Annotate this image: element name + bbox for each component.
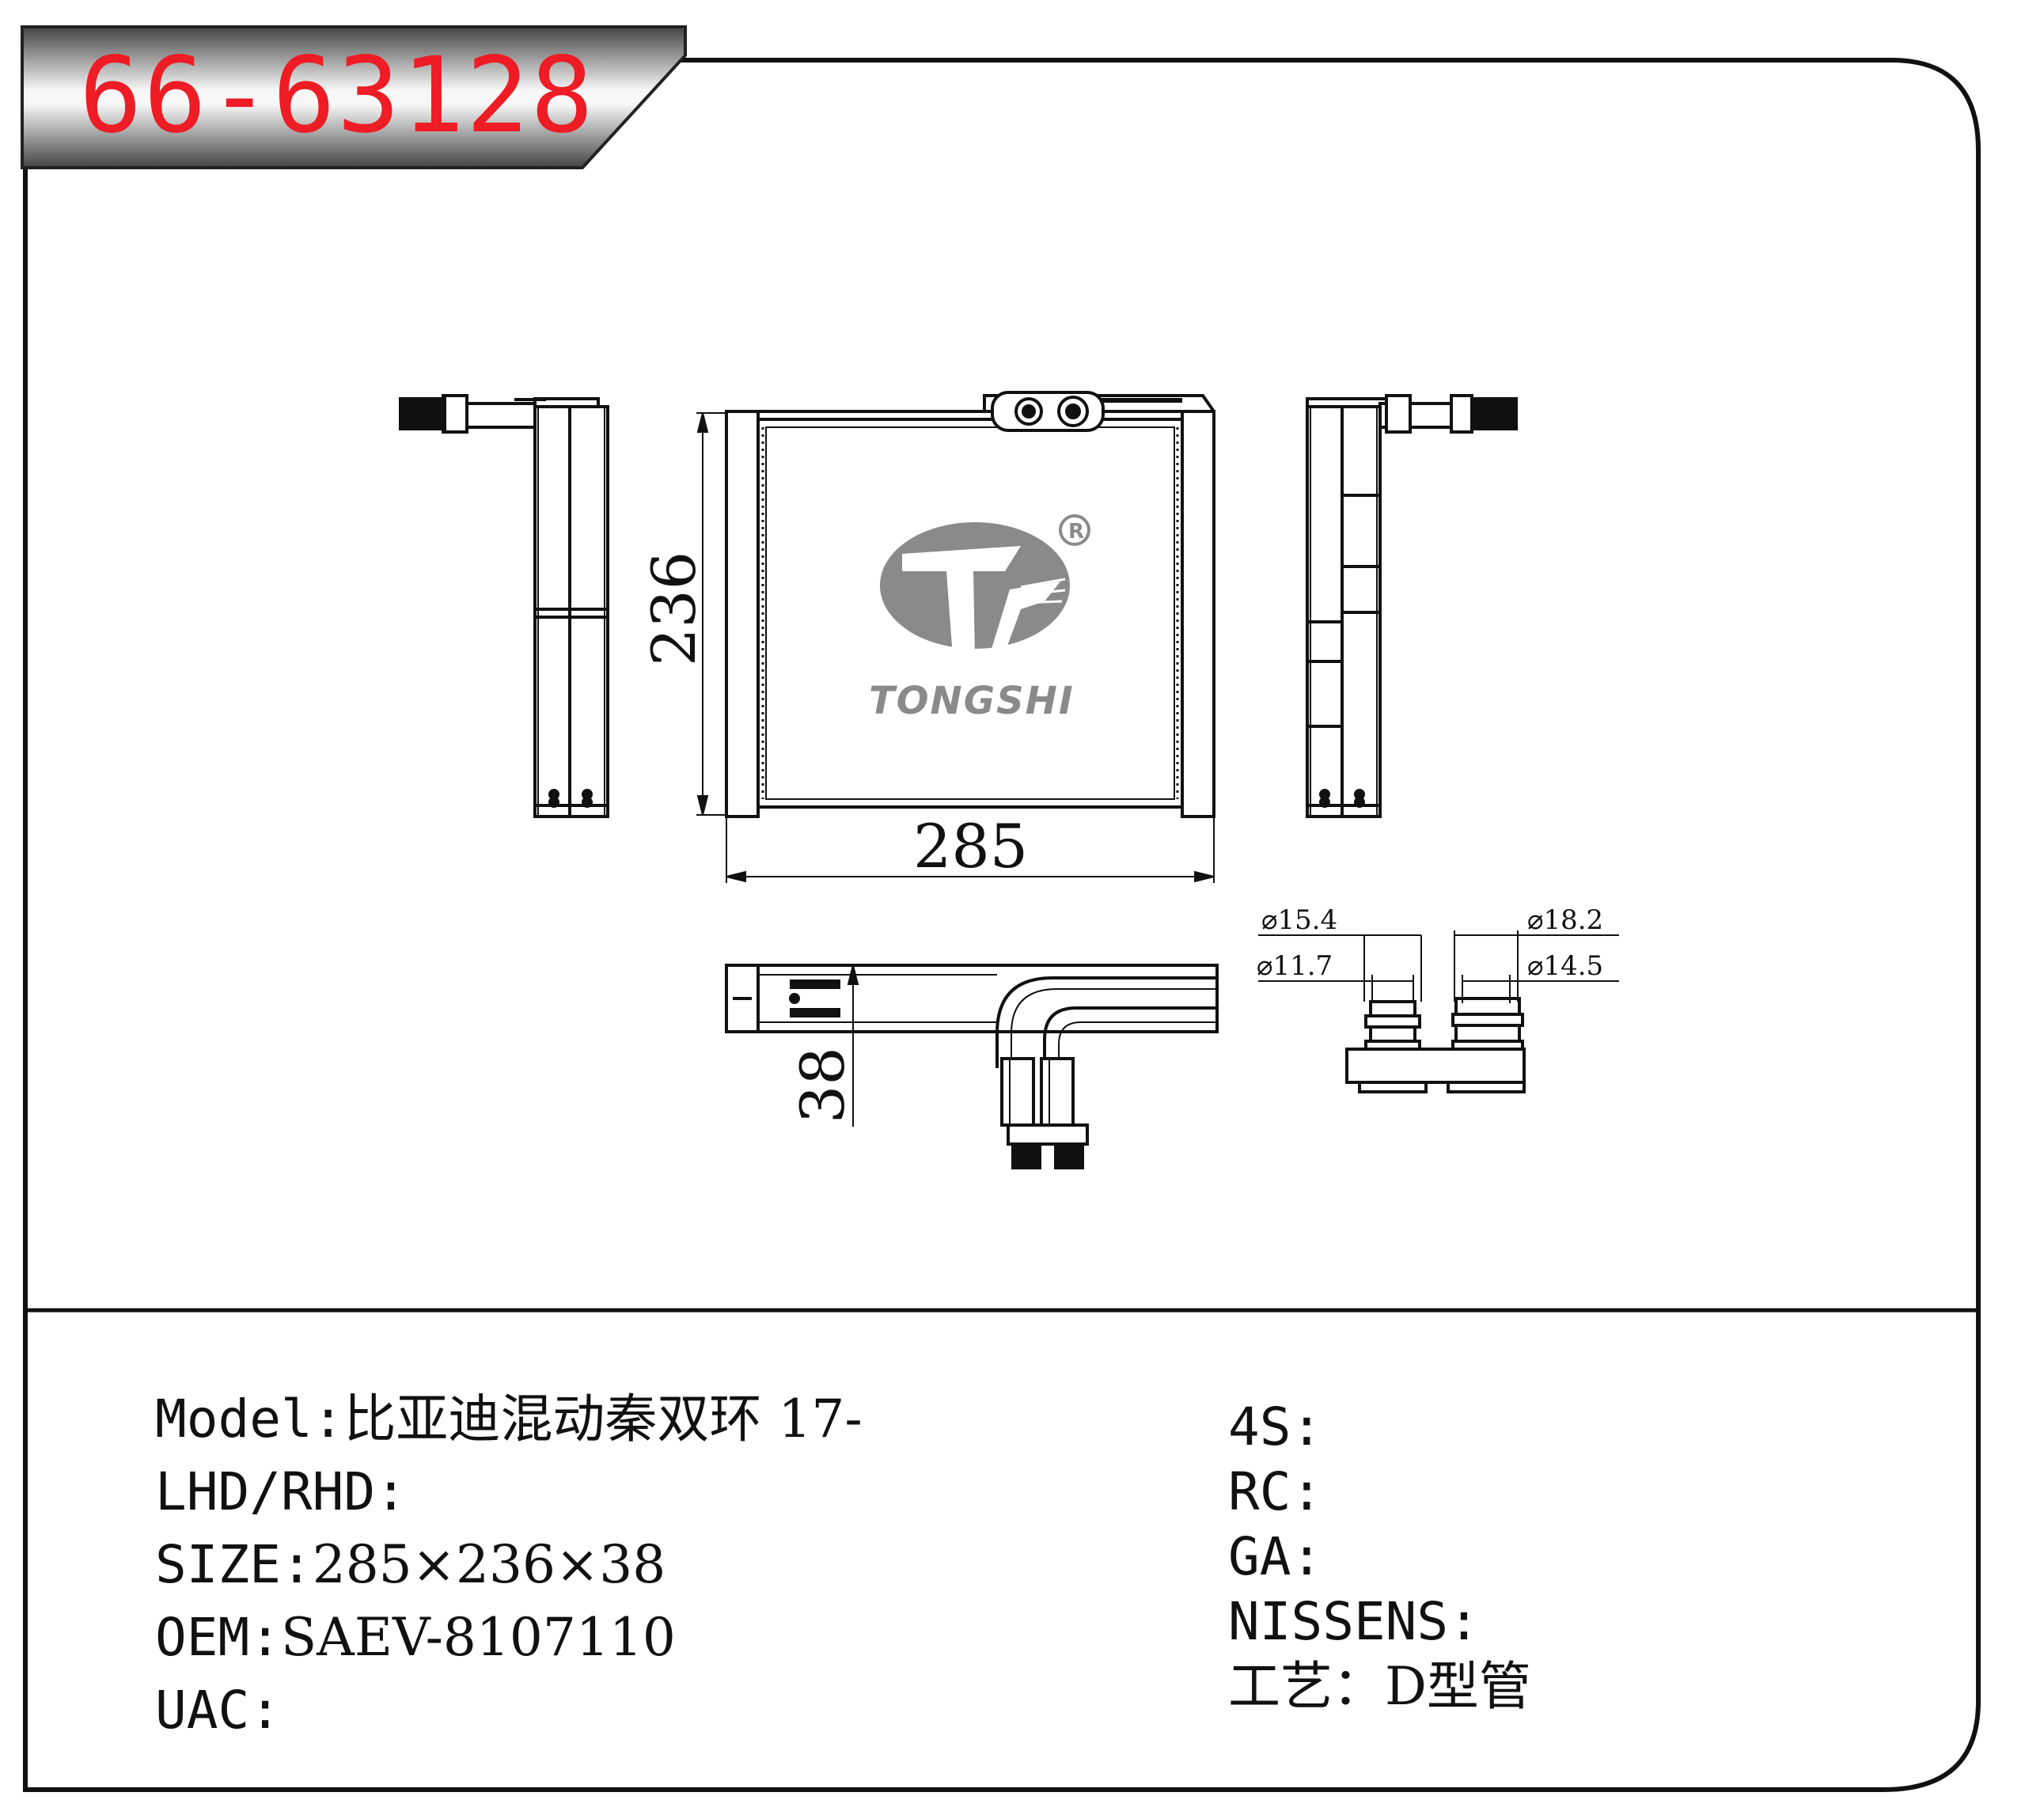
dim-height-label: 236 — [639, 551, 709, 666]
spec-label: SIZE — [155, 1534, 281, 1595]
spec-label: Model — [155, 1389, 313, 1449]
spec-separator: ： — [1333, 1656, 1385, 1717]
part-number: 66-63128 — [79, 35, 595, 157]
spec-separator: : — [1291, 1526, 1323, 1587]
registered-mark-icon — [1059, 514, 1090, 546]
spec-separator: : — [1448, 1591, 1480, 1652]
spec-row--: 工艺：D型管 — [1228, 1655, 1531, 1718]
right-side-view — [1306, 394, 1518, 818]
width-dimension — [726, 818, 1215, 883]
spec-separator: : — [312, 1389, 344, 1449]
spec-separator: : — [375, 1461, 407, 1522]
spec-separator: : — [280, 1534, 313, 1595]
spec-row-lhd-rhd: LHD/RHD: — [155, 1461, 407, 1524]
part-number-tab — [21, 25, 687, 169]
spec-label: 工艺 — [1228, 1656, 1333, 1717]
depth-dimension — [847, 964, 859, 1127]
spec-row-ga: GA: — [1228, 1525, 1322, 1589]
spec-row-4s: 4S: — [1228, 1396, 1322, 1459]
spec-separator: : — [249, 1607, 281, 1668]
spec-value: 285×236×38 — [312, 1534, 666, 1595]
spec-label: GA — [1228, 1526, 1291, 1587]
spec-label: 4S — [1228, 1396, 1291, 1457]
registered-mark: R — [1068, 520, 1084, 544]
dim-depth-label: 38 — [787, 1047, 858, 1123]
fitting-left-outer-diameter: ⌀15.4 — [1261, 904, 1337, 936]
spec-label: NISSENS — [1228, 1591, 1449, 1652]
brand-logo: R TONGSHI — [869, 514, 1090, 723]
front-view — [725, 391, 1215, 818]
fitting-detail — [1258, 930, 1619, 1093]
height-dimension — [696, 412, 726, 816]
spec-separator: : — [1291, 1396, 1323, 1457]
spec-label: OEM — [155, 1607, 250, 1668]
spec-row-rc: RC: — [1228, 1461, 1322, 1524]
fitting-right-outer-diameter: ⌀18.2 — [1527, 904, 1603, 936]
top-view — [725, 964, 1219, 1169]
spec-row-model: Model:比亚迪混动秦双环 17- — [155, 1388, 863, 1451]
spec-label: LHD/RHD — [155, 1461, 376, 1522]
spec-label: UAC — [155, 1680, 250, 1741]
spec-value: D型管 — [1385, 1656, 1531, 1717]
fitting-right-inner-diameter: ⌀14.5 — [1527, 950, 1603, 982]
spec-row-oem: OEM:SAEV-8107110 — [155, 1606, 676, 1669]
spec-value: SAEV-8107110 — [280, 1607, 676, 1668]
fitting-left-inner-diameter: ⌀11.7 — [1257, 950, 1333, 982]
spec-row-nissens: NISSENS: — [1228, 1590, 1480, 1654]
spec-row-uac: UAC: — [155, 1679, 281, 1742]
brand-name: TONGSHI — [869, 679, 1075, 723]
dim-width-label: 285 — [913, 811, 1028, 881]
left-side-view — [399, 394, 609, 818]
spec-row-size: SIZE:285×236×38 — [155, 1533, 666, 1597]
spec-value: 比亚迪混动秦双环 17- — [343, 1389, 863, 1449]
border-frame — [23, 58, 1981, 1792]
spec-separator: : — [1291, 1461, 1323, 1522]
spec-separator: : — [249, 1680, 281, 1741]
spec-label: RC — [1228, 1461, 1291, 1522]
